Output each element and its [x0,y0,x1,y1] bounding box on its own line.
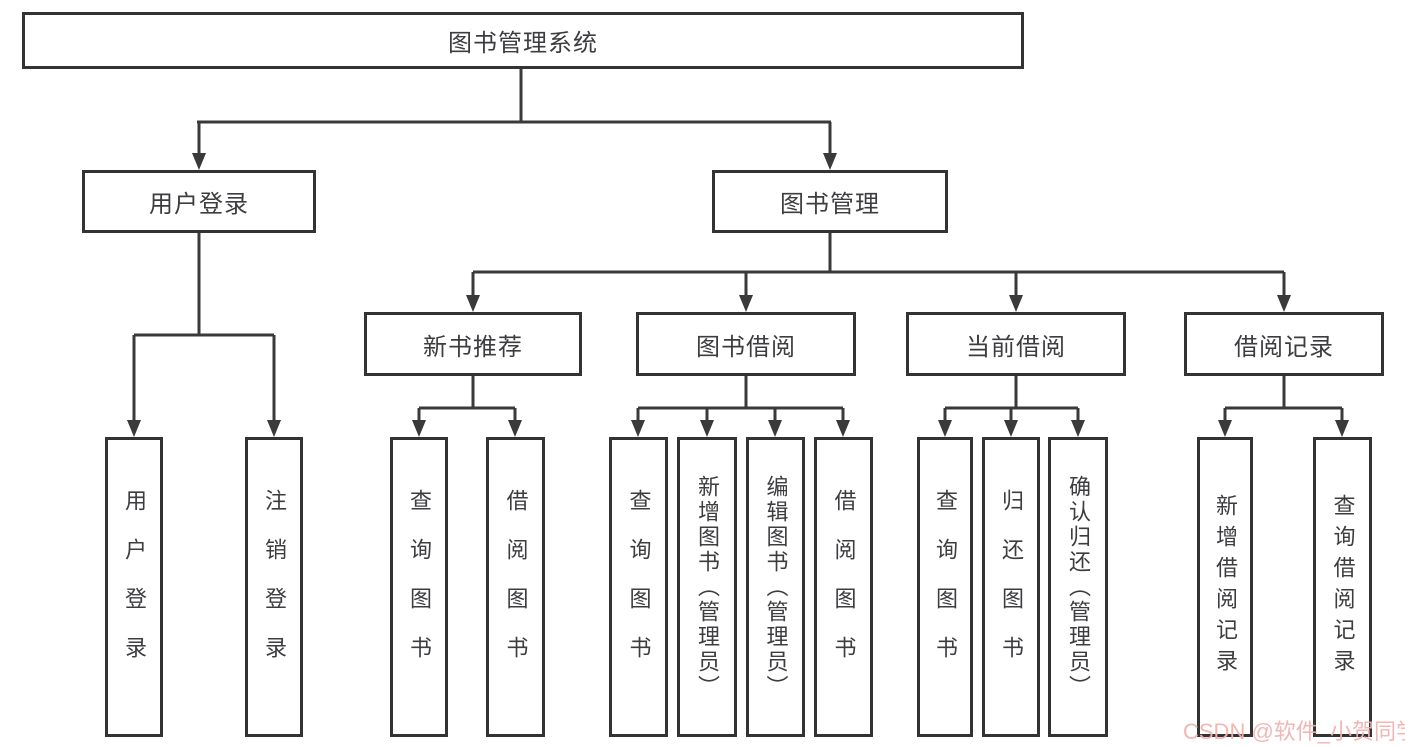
node-book-management: 图书管理 [712,170,948,233]
connector-book-mgmt-children [471,233,1286,297]
leaf-user-login-label: 用户登录 [122,489,147,685]
leaf-cb-query-books-label: 查询图书 [933,489,958,685]
node-book-management-label: 图书管理 [780,191,880,218]
node-current-borrow: 当前借阅 [906,312,1126,376]
node-root-label: 图书管理系统 [448,30,598,57]
node-book-borrow-label: 图书借阅 [696,333,796,361]
leaf-cb-confirm-return-admin-label: 确认归还（管理员） [1066,474,1091,700]
leaf-nb-borrow-books-label: 借阅图书 [503,489,529,685]
connector-book-borrow-children [636,376,845,422]
leaf-cb-return-books: 归还图书 [982,437,1040,737]
connector-user-login-children [132,233,276,422]
node-book-borrow: 图书借阅 [636,312,856,376]
leaf-bb-borrow-books-label: 借阅图书 [831,489,857,685]
leaf-bb-borrow-books: 借阅图书 [814,437,873,737]
leaf-br-add-record-label: 新增借阅记录 [1213,494,1238,680]
leaf-bb-add-books-admin: 新增图书（管理员） [677,437,737,737]
leaf-bb-edit-books-admin: 编辑图书（管理员） [746,437,805,737]
leaf-nb-borrow-books: 借阅图书 [486,437,545,737]
leaf-logout: 注销登录 [245,437,303,737]
node-user-login: 用户登录 [82,170,316,233]
leaf-logout-label: 注销登录 [262,489,287,685]
leaf-br-query-record-label: 查询借阅记录 [1330,494,1356,680]
node-root-system: 图书管理系统 [22,12,1024,69]
node-user-login-label: 用户登录 [149,191,249,218]
node-new-book-recommend: 新书推荐 [364,312,582,376]
leaf-cb-confirm-return-admin: 确认归还（管理员） [1048,437,1108,737]
leaf-nb-query-books-label: 查询图书 [407,489,432,685]
leaf-bb-edit-books-admin-label: 编辑图书（管理员） [763,474,789,700]
leaf-bb-query-books-label: 查询图书 [626,489,652,685]
leaf-nb-query-books: 查询图书 [390,437,448,737]
connector-current-borrow-children [943,376,1080,422]
connector-borrow-records-children [1223,376,1344,422]
leaf-bb-add-books-admin-label: 新增图书（管理员） [695,474,720,700]
leaf-bb-query-books: 查询图书 [609,437,668,737]
node-borrow-records-label: 借阅记录 [1234,333,1334,361]
connector-root-to-level2 [197,69,832,155]
node-current-borrow-label: 当前借阅 [966,333,1066,361]
leaf-cb-query-books: 查询图书 [917,437,973,737]
connector-new-book-children [417,376,517,422]
node-borrow-records: 借阅记录 [1184,312,1384,376]
leaf-br-add-record: 新增借阅记录 [1197,437,1253,737]
leaf-cb-return-books-label: 归还图书 [999,489,1024,685]
leaf-user-login: 用户登录 [105,437,163,737]
node-new-book-recommend-label: 新书推荐 [423,333,523,361]
leaf-br-query-record: 查询借阅记录 [1313,437,1372,737]
